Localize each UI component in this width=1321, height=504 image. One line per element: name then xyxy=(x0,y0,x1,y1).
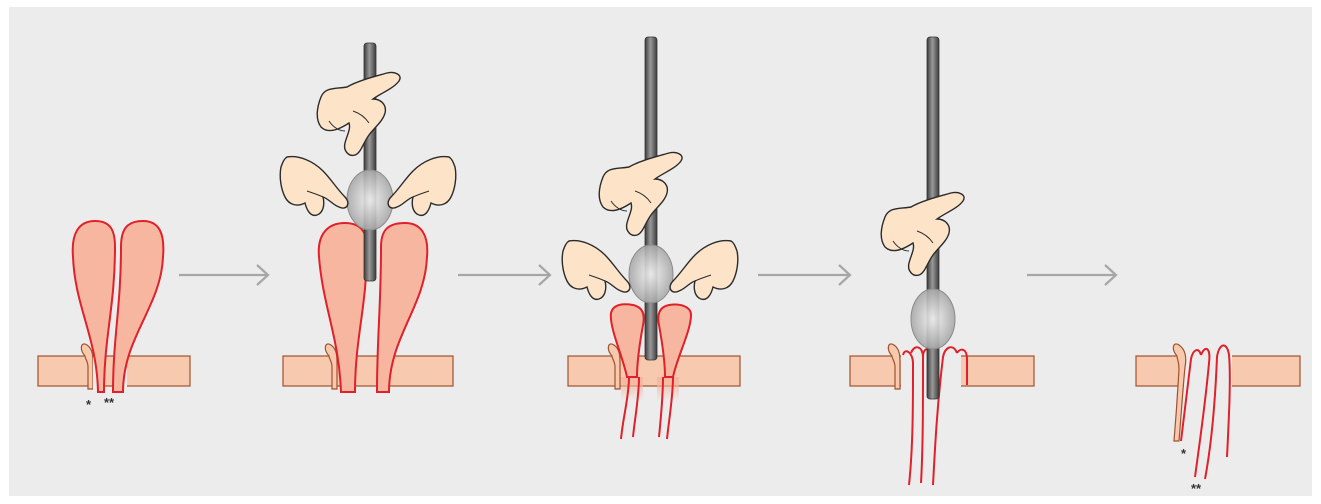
step-5: * ** xyxy=(1136,344,1300,496)
bowel-wall xyxy=(283,356,453,386)
balloon-icon xyxy=(911,289,955,349)
hand-icon xyxy=(599,152,682,235)
arrow-right-icon xyxy=(758,265,850,285)
diagram-canvas: * ** xyxy=(9,7,1312,496)
reduction-diagram: * ** xyxy=(9,7,1312,496)
balloon-icon xyxy=(629,245,673,303)
step-3 xyxy=(562,37,740,439)
balloon-icon xyxy=(347,170,393,230)
step-4 xyxy=(850,37,1034,485)
hand-icon xyxy=(670,241,738,300)
label-double-asterisk: ** xyxy=(1191,481,1202,496)
hand-icon xyxy=(881,192,964,275)
step-2 xyxy=(280,43,456,392)
hand-icon xyxy=(317,72,400,155)
arrow-right-icon xyxy=(458,265,550,285)
label-single-asterisk: * xyxy=(86,397,92,412)
label-single-asterisk: * xyxy=(1181,446,1187,461)
hand-icon xyxy=(388,157,456,216)
arrow-right-icon xyxy=(1027,265,1116,285)
hand-icon xyxy=(280,157,348,216)
bowel-wall xyxy=(568,356,740,386)
step-1: * ** xyxy=(38,221,190,412)
hand-icon xyxy=(562,241,630,300)
label-double-asterisk: ** xyxy=(104,395,115,410)
arrow-right-icon xyxy=(179,265,268,285)
